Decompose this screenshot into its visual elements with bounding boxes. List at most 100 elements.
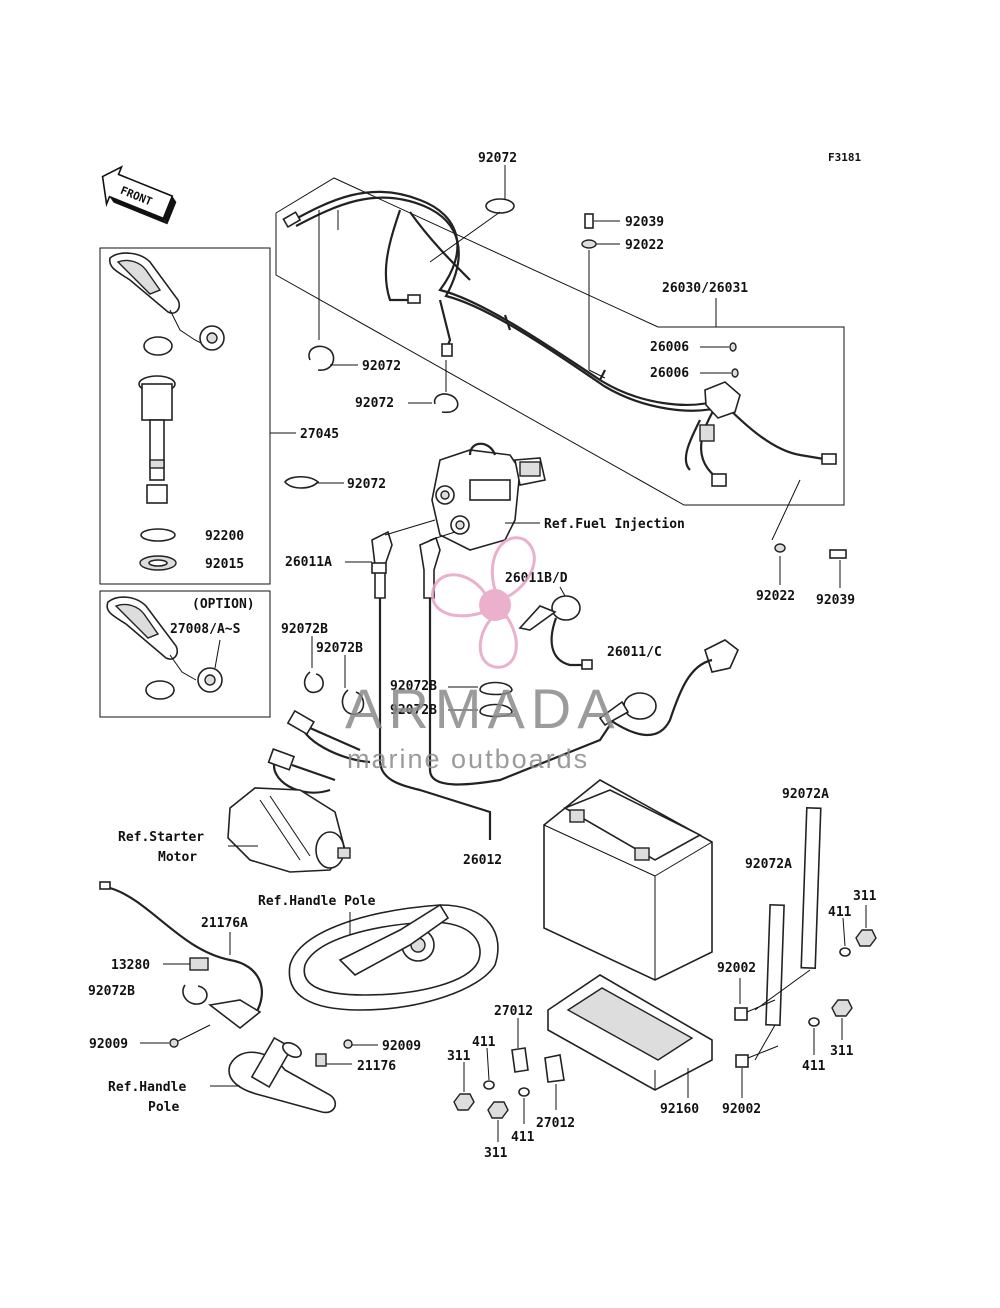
label-311-b: 311 <box>447 1049 471 1064</box>
clip-92072b-1 <box>303 671 324 694</box>
label-27045: 27045 <box>300 427 339 442</box>
label-311-a: 311 <box>853 889 877 904</box>
label-92072a-1: 92072A <box>782 787 829 802</box>
plug-wire-a <box>378 598 492 840</box>
main-harness <box>282 190 837 487</box>
label-92072b-2: 92072B <box>316 641 363 656</box>
label-26006-b: 26006 <box>650 366 689 381</box>
label-92009-b: 92009 <box>382 1039 421 1054</box>
clip-92072-b <box>308 345 335 371</box>
label-311-c: 311 <box>484 1146 508 1161</box>
label-13280: 13280 <box>111 958 150 973</box>
washer-411-a <box>839 947 851 957</box>
washer-411-c <box>518 1087 530 1097</box>
watermark-tagline: marine outboards <box>347 744 589 774</box>
plug-cap-26011a <box>371 519 436 599</box>
label-ref-handle-1: Ref.Handle Pole <box>258 894 376 909</box>
label-92022-top: 92022 <box>625 238 664 253</box>
label-92160: 92160 <box>660 1102 699 1117</box>
label-92072b-5: 92072B <box>88 984 135 999</box>
battery <box>543 779 713 981</box>
handle-pole-lever <box>228 1036 337 1114</box>
screw-92009-b <box>343 1039 353 1049</box>
label-ref-handle-2a: Ref.Handle <box>108 1080 186 1095</box>
label-27008: 27008/A~S <box>170 622 241 637</box>
label-411-d: 411 <box>802 1059 826 1074</box>
clip-92072b-4 <box>479 703 513 718</box>
harness-outline <box>275 177 845 506</box>
ignition-coil <box>431 442 546 551</box>
label-411-a: 411 <box>828 905 852 920</box>
label-92072a-2: 92072A <box>745 857 792 872</box>
label-ref-fuel: Ref.Fuel Injection <box>544 517 685 532</box>
clip-92072b-3 <box>479 681 513 696</box>
armada-watermark: ARMADA marine outboards <box>345 536 621 774</box>
label-option: (OPTION) <box>192 597 255 612</box>
label-92072b-4: 92072B <box>390 703 437 718</box>
bolt-92002-a <box>734 999 776 1021</box>
clip-92072-top <box>485 198 515 214</box>
battery-straps <box>754 806 822 1061</box>
nut-311-a <box>855 929 877 947</box>
label-92072b-3: 92072B <box>390 679 437 694</box>
label-21176a: 21176A <box>201 916 248 931</box>
label-92039-top: 92039 <box>625 215 664 230</box>
label-92022-r: 92022 <box>756 589 795 604</box>
label-27012-a: 27012 <box>494 1004 533 1019</box>
washer-92022-r <box>774 543 786 553</box>
cable-21176a <box>99 881 263 1030</box>
key-box <box>99 247 271 585</box>
label-92072b-1: 92072B <box>281 622 328 637</box>
label-92015: 92015 <box>205 557 244 572</box>
label-26011a: 26011A <box>285 555 332 570</box>
label-92072-b: 92072 <box>362 359 401 374</box>
label-92072-c: 92072 <box>355 396 394 411</box>
washer-411-d <box>808 1017 820 1027</box>
figure-code: F3181 <box>828 151 861 164</box>
plug-wire-b <box>428 598 611 786</box>
label-92072-d: 92072 <box>347 477 386 492</box>
label-92009-a: 92009 <box>89 1037 128 1052</box>
nut-311-c <box>487 1101 509 1119</box>
part-21176 <box>315 1053 327 1067</box>
option-box <box>99 590 271 718</box>
bolt-92039-top <box>584 213 620 229</box>
bolt-92039-r <box>829 549 847 559</box>
clip-27012-a <box>511 1047 529 1073</box>
clip-92072-c <box>433 393 459 414</box>
label-26011c: 26011/C <box>607 645 662 660</box>
washer-92022-top <box>581 239 597 249</box>
plug-cap-26011b <box>419 531 456 599</box>
clip-92072b-2 <box>341 689 365 715</box>
label-26011bd: 26011B/D <box>505 571 568 586</box>
nut-311-b <box>453 1093 475 1111</box>
clip-92072-d <box>283 475 320 489</box>
propeller-logo <box>430 536 536 669</box>
label-ref-starter-1: Ref.Starter <box>118 830 204 845</box>
label-92072-top: 92072 <box>478 151 517 166</box>
screw-92009-a <box>169 1024 211 1048</box>
handle-pole-base <box>288 903 499 1011</box>
cap-26011bd <box>518 595 593 670</box>
label-27012-b: 27012 <box>536 1116 575 1131</box>
label-ref-starter-2: Motor <box>158 850 197 865</box>
lanyard-key <box>108 252 225 356</box>
label-26006-a: 26006 <box>650 340 689 355</box>
clip-92072b-5 <box>182 984 208 1005</box>
clip-27012-b <box>544 1054 565 1083</box>
label-26012: 26012 <box>463 853 502 868</box>
front-arrow-icon: FRONT <box>101 165 177 225</box>
label-92039-r: 92039 <box>816 593 855 608</box>
battery-tray-92160 <box>547 974 713 1091</box>
label-26030: 26030/26031 <box>662 281 748 296</box>
starter-leads <box>267 709 361 782</box>
ignition-switch <box>138 375 176 504</box>
label-92200: 92200 <box>205 529 244 544</box>
watermark-brand: ARMADA <box>345 677 621 740</box>
ring-92200 <box>140 528 176 542</box>
label-311-d: 311 <box>830 1044 854 1059</box>
label-21176: 21176 <box>357 1059 396 1074</box>
nut-311-d <box>831 999 853 1017</box>
label-ref-handle-2b: Pole <box>148 1100 179 1115</box>
